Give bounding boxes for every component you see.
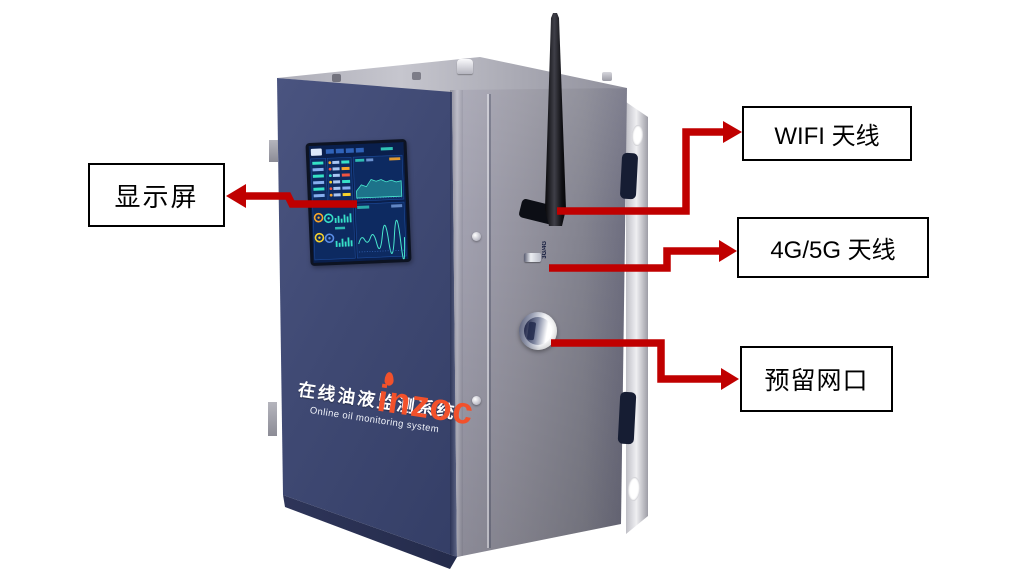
bracket-slot-top [619, 152, 639, 200]
callout-network-port: 预留网口 [740, 346, 893, 412]
arrow-head-display [226, 184, 246, 208]
left-bracket-tab-bottom [268, 402, 277, 436]
callout-wifi-label: WIFI 天线 [774, 123, 880, 150]
callout-wifi-antenna: WIFI 天线 [742, 106, 912, 161]
dashboard-graphic [308, 142, 409, 263]
top-screw-right [412, 72, 421, 80]
callout-cellular-antenna: 4G/5G 天线 [737, 217, 929, 278]
arrow-head-wifi [723, 121, 742, 143]
device-corner-highlight [450, 90, 463, 556]
callout-port-label: 预留网口 [764, 367, 869, 395]
side-seam-dark [489, 94, 491, 548]
side-screw-bottom [472, 396, 481, 405]
display-screen [305, 138, 412, 267]
callout-cellular-label: 4G/5G 天线 [770, 237, 896, 264]
top-screw-left [332, 74, 341, 82]
top-cap [457, 59, 473, 74]
top-screw-back [602, 72, 612, 81]
side-screw-top [472, 232, 481, 241]
side-seam-light [487, 94, 489, 548]
cellular-antenna-connector [524, 253, 541, 262]
arrow-head-cellular [719, 240, 737, 262]
arrow-head-port [721, 368, 739, 390]
callout-display: 显示屏 [88, 163, 225, 227]
bracket-slot-bottom [617, 391, 637, 445]
left-bracket-tab-top [269, 140, 278, 162]
callout-display-label: 显示屏 [114, 181, 199, 212]
cellular-port-marking: 3G/4G [542, 241, 548, 259]
ethernet-port [519, 312, 557, 350]
